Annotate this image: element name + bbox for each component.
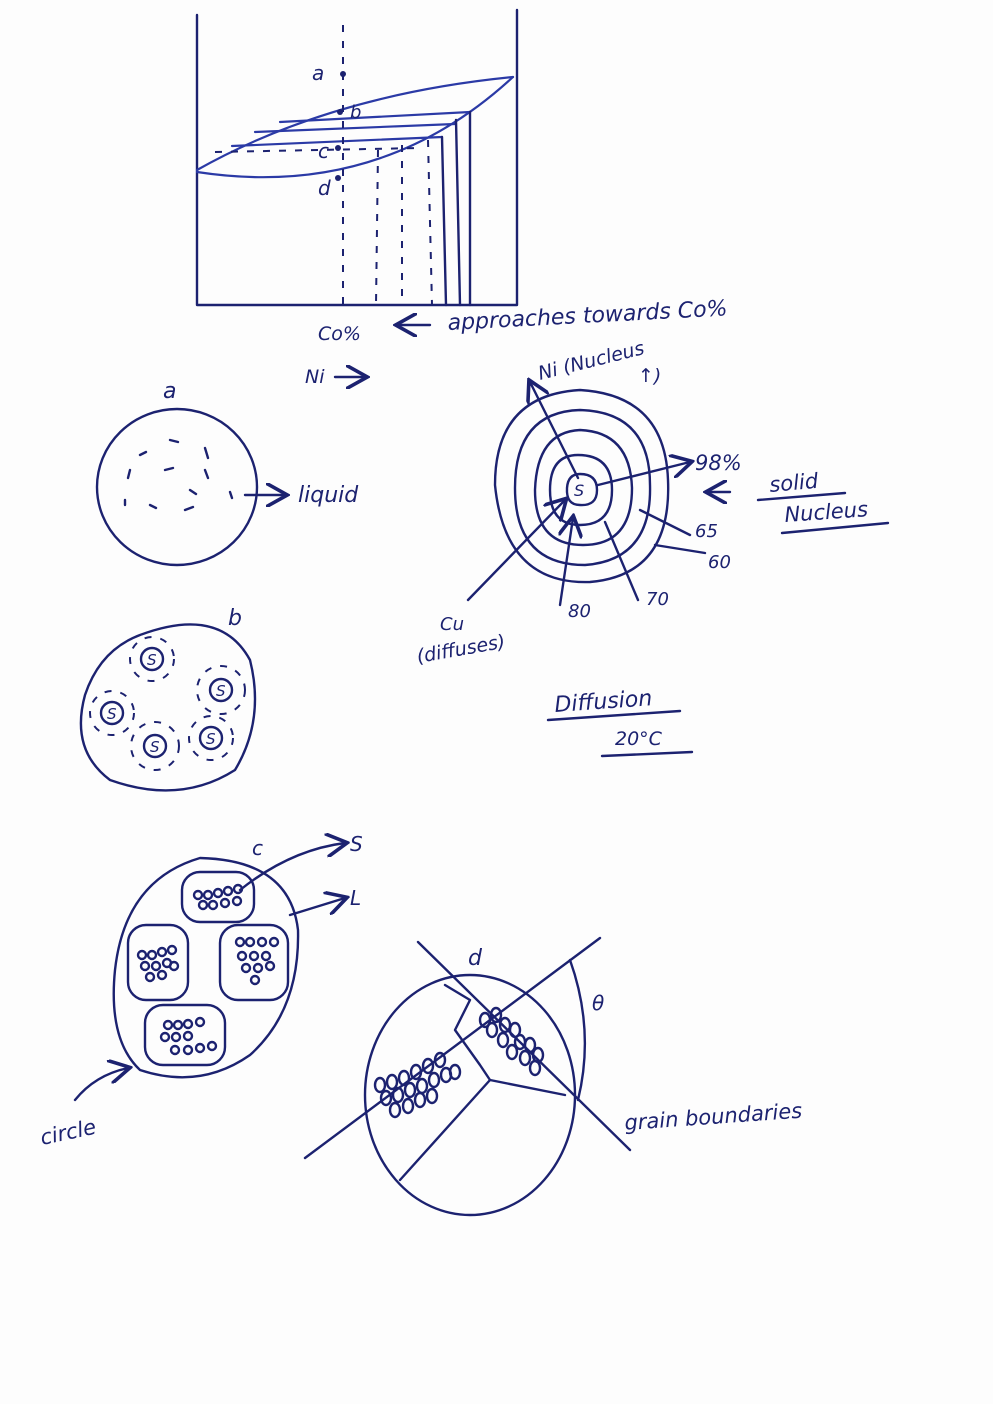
- tie-lines: [230, 110, 472, 148]
- ni-nucleus-label: Ni (Nucleus: [536, 337, 647, 385]
- point-d-label: d: [318, 176, 331, 200]
- angle-arc: [568, 958, 587, 1102]
- diffusion-note: Diffusion 20°C: [546, 686, 694, 758]
- sketch-b-nucleation: b S S S S S: [79, 606, 257, 792]
- solidus-curve: [195, 75, 515, 179]
- cu-diffuses-label: (diffuses): [415, 631, 507, 668]
- theta-label: θ: [592, 991, 604, 1015]
- liquid-l-label: L: [350, 886, 361, 910]
- liquidus-curve: [195, 75, 515, 172]
- ring-65-label: 65: [695, 521, 718, 542]
- ring-70-label: 70: [646, 589, 669, 610]
- solid-marker: S: [216, 682, 226, 700]
- solid-marker: S: [147, 651, 157, 669]
- grain-boundaries-label: grain boundaries: [624, 1099, 803, 1135]
- ni-arrow-label: ↑): [638, 365, 661, 387]
- nucleus-label: Nucleus: [784, 497, 869, 527]
- diffusion-temp: 20°C: [615, 728, 663, 750]
- coring-diagram: S Ni (Nucleus ↑) 98% solid Nucleus 65 60…: [415, 337, 890, 668]
- ni-label: Ni: [305, 366, 325, 388]
- grain-boundary-lines: [398, 983, 567, 1182]
- orientation-line: [303, 936, 602, 1160]
- point-c-label: c: [318, 139, 329, 163]
- ring-60-label: 60: [708, 552, 731, 573]
- sketch-a-label: a: [163, 379, 176, 404]
- co-label: Co%: [318, 323, 361, 345]
- phase-diagram: a b c d Co% approaches towards Co% Ni: [195, 8, 728, 388]
- pct-98-label: 98%: [695, 451, 742, 475]
- solidus-verticals: [440, 110, 472, 307]
- sketch-c-growth: c S L circle: [38, 832, 363, 1150]
- sketch-d-label: d: [468, 946, 483, 971]
- liquid-label: liquid: [298, 483, 359, 508]
- sketch-a-liquid: a liquid: [95, 379, 359, 567]
- sketch-d-grains: d θ grain boundaries: [303, 936, 803, 1217]
- ring-80-label: 80: [568, 601, 591, 622]
- solid-marker: S: [206, 730, 216, 748]
- solid-marker: S: [150, 738, 160, 756]
- center-solid-label: S: [574, 481, 584, 500]
- approach-label: approaches towards Co%: [447, 296, 728, 336]
- solid-marker: S: [107, 705, 117, 723]
- solid-label: solid: [768, 469, 819, 497]
- sketch-b-label: b: [228, 606, 242, 631]
- circle-label: circle: [38, 1115, 98, 1150]
- diagram-frame: [195, 8, 519, 307]
- solid-s-label: S: [350, 832, 363, 856]
- cu-label: Cu: [440, 614, 464, 635]
- point-a-label: a: [312, 61, 324, 85]
- point-b-label: b: [350, 102, 361, 123]
- sketch-c-label: c: [252, 836, 263, 860]
